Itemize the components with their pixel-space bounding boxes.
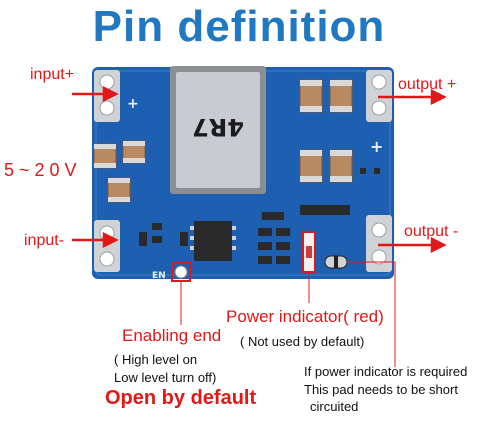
enabling-end-label: Enabling end: [122, 326, 222, 345]
output-plus-arrow-head: [430, 88, 447, 106]
power-indicator-led: [302, 231, 316, 273]
open-by-default-label: Open by default: [105, 387, 257, 409]
output-minus-arrow-head: [430, 236, 447, 254]
pad-note-line1: If power indicator is required: [304, 364, 468, 379]
short-circuit-pad: [324, 255, 348, 269]
not-used-note: ( Not used by default): [240, 334, 365, 349]
output-minus-label: output -: [404, 223, 459, 240]
output-plus-label: output +: [398, 76, 457, 93]
svg-text:+: +: [127, 96, 139, 112]
input-minus-label: input-: [24, 232, 65, 249]
page-title: Pin definition: [92, 2, 386, 51]
inductor: 4R7: [170, 66, 266, 194]
pad-note-line2: This pad needs to be short: [304, 382, 458, 397]
input-minus-arrow-head: [102, 231, 119, 249]
input-plus-label: input+: [30, 66, 75, 83]
input-minus-pads: [94, 220, 120, 272]
regulator-ic: [190, 221, 236, 261]
inductor-marking: 4R7: [192, 113, 244, 141]
pad-note-line3: circuited: [310, 399, 359, 414]
en-silk-label: EN: [152, 271, 166, 281]
input-plus-arrow-head: [102, 85, 119, 103]
output-minus-pads: [366, 215, 392, 272]
pad-leader-line: [347, 261, 396, 367]
power-indicator-label: Power indicator( red): [226, 307, 384, 326]
enable-pad: [171, 262, 191, 282]
input-capacitor-bottom: [107, 177, 131, 203]
low-level-note: Low level turn off): [114, 370, 217, 385]
input-capacitor-top: [122, 140, 146, 164]
smd-components: [139, 168, 380, 264]
voltage-label: 5 ~ 2 0 V: [4, 160, 77, 180]
output-plus-pads: [366, 70, 392, 122]
output-capacitors: [299, 79, 353, 183]
high-level-note: ( High level on: [114, 352, 198, 367]
input-capacitor-mid: [93, 143, 117, 169]
svg-text:+: +: [370, 137, 383, 156]
